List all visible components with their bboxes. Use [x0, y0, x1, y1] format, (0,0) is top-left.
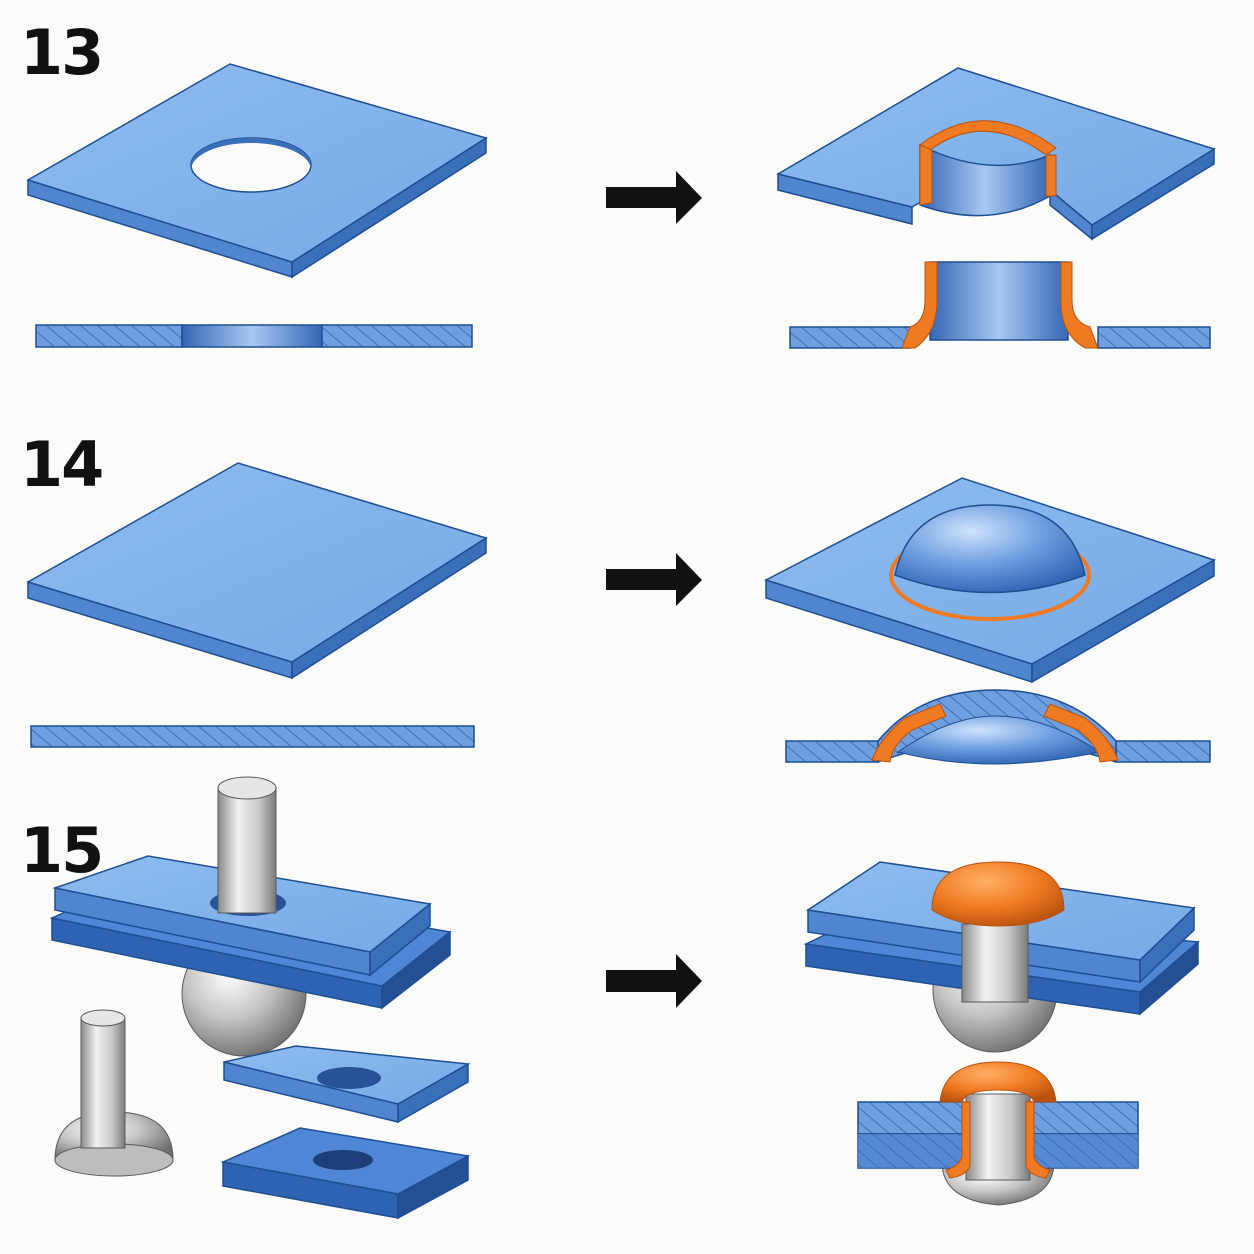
arrow-right-icon — [606, 954, 702, 1008]
step-15-loose-plate-bottom — [220, 1127, 471, 1220]
step-14-embossed-sheet — [764, 477, 1216, 684]
step-15-loose-plate-top — [223, 1045, 471, 1124]
step-14-section-before — [30, 725, 475, 748]
step-13-number: 13 — [20, 16, 102, 89]
arrow-right-icon — [606, 553, 702, 606]
step-13-sheet-with-hole — [26, 63, 488, 279]
step-15-riveted-plates — [803, 861, 1200, 1053]
step-15-loose-rivet — [54, 1009, 174, 1177]
step-14-section-after — [785, 689, 1211, 765]
step-13-section-after — [789, 261, 1211, 349]
arrow-right-icon — [606, 171, 702, 224]
step-15-section-after — [857, 1061, 1139, 1206]
step-13-flanged-sheet — [776, 67, 1216, 241]
step-15-number: 15 — [20, 814, 102, 887]
step-15-stacked-plates-with-rivet — [49, 776, 452, 1057]
step-14-number: 14 — [20, 428, 102, 501]
step-14-flat-sheet — [26, 462, 488, 680]
step-13-section-before — [35, 324, 473, 348]
